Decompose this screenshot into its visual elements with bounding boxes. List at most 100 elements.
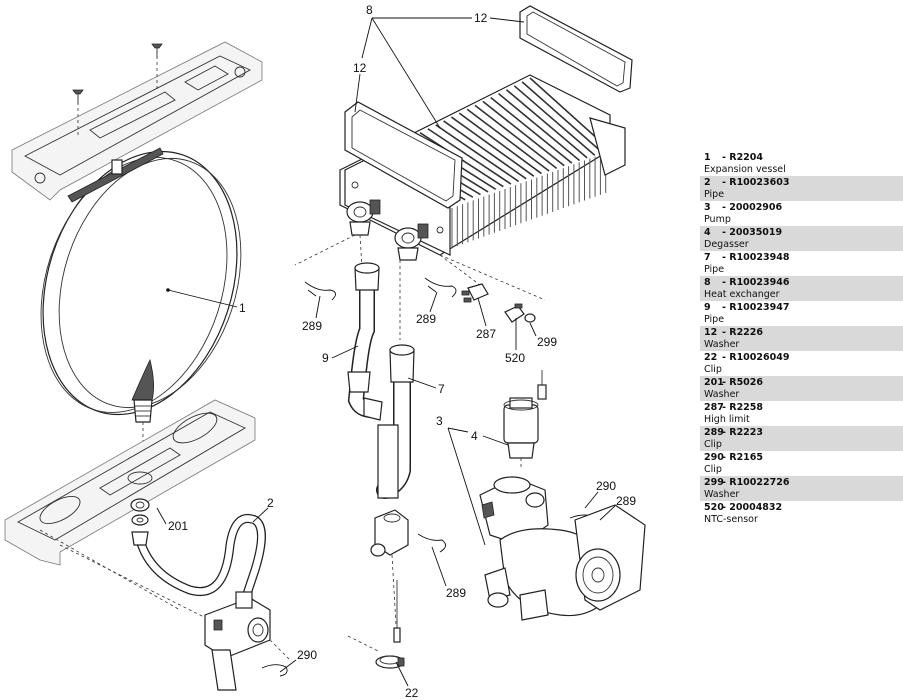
callout-22: 22 <box>405 686 419 700</box>
part-number-line: 299- R10022726 <box>704 477 899 489</box>
part-number: 287 <box>704 402 724 413</box>
part-number: 290 <box>704 452 724 463</box>
callout-2: 2 <box>267 496 274 510</box>
part-code: - 20002906 <box>722 202 783 213</box>
clip-289 <box>417 533 446 553</box>
heat-exchanger-fin <box>458 112 542 175</box>
part-number: 4 <box>704 227 711 238</box>
part-number-line: 289- R2223 <box>704 427 899 439</box>
part-number: 201 <box>704 377 724 388</box>
heat-exchanger-fin <box>443 120 527 180</box>
leader-lines <box>156 17 616 687</box>
part-number: 9 <box>704 302 711 313</box>
part-description: Clip <box>704 439 722 450</box>
lower-frame <box>4 399 256 626</box>
part-code: - R10023946 <box>722 277 790 288</box>
callout-1: 1 <box>239 301 246 315</box>
part-number: 7 <box>704 252 711 263</box>
part-description: Washer <box>704 339 740 350</box>
part-number-line: 290- R2165 <box>704 452 899 464</box>
part-description: High limit <box>704 414 750 425</box>
ntc-sensor-520 <box>504 303 525 323</box>
part-number: 3 <box>704 202 711 213</box>
washer-299 <box>524 313 536 323</box>
part-number: 8 <box>704 277 711 288</box>
degasser-4 <box>503 370 547 470</box>
part-number: 22 <box>704 352 718 363</box>
screw-icon <box>151 43 163 58</box>
part-code: - R2258 <box>722 402 764 413</box>
callout-12-left: 12 <box>353 61 367 75</box>
callout-290-left: 290 <box>297 648 317 662</box>
part-number: 520 <box>704 502 724 513</box>
part-description: Degasser <box>704 239 749 250</box>
callout-287: 287 <box>476 327 496 341</box>
heat-exchanger-fin <box>450 116 535 177</box>
part-code: - R2204 <box>722 152 764 163</box>
callout-7: 7 <box>438 382 445 396</box>
pipe-2 <box>131 514 266 605</box>
part-description: Pipe <box>704 264 725 275</box>
part-number-line: 520- 20004832 <box>704 502 899 514</box>
part-description: Heat exchanger <box>704 289 780 300</box>
part-description: Washer <box>704 389 740 400</box>
high-limit-287 <box>461 283 489 303</box>
part-code: - R10023947 <box>722 302 790 313</box>
part-description: Clip <box>704 364 722 375</box>
heat-exchanger-fin <box>521 81 603 154</box>
exchanger-fitting-left <box>346 199 381 236</box>
callout-299: 299 <box>537 335 557 349</box>
part-description: Expansion vessel <box>704 164 786 175</box>
heat-exchanger-fin <box>490 96 573 164</box>
part-description: Pump <box>704 214 731 225</box>
callout-12-top: 12 <box>474 11 488 25</box>
heat-exchanger-fin <box>505 89 588 159</box>
clip-290 <box>261 664 288 677</box>
part-code: - R2223 <box>722 427 764 438</box>
heat-exchanger-fin <box>427 128 512 185</box>
part-code: - R10022726 <box>722 477 790 488</box>
part-code: - R2165 <box>722 452 764 463</box>
callout-8: 8 <box>366 3 373 17</box>
screw-icon <box>72 89 84 104</box>
expansion-vessel <box>40 147 242 480</box>
callout-289-c: 289 <box>446 586 466 600</box>
heat-exchanger-fin <box>466 108 550 172</box>
pipe-7 <box>376 344 415 499</box>
part-number-line: 9 - R10023947 <box>704 302 899 314</box>
pump-3 <box>479 476 646 621</box>
part-code: - R2226 <box>722 327 764 338</box>
callout-labels: 1 201 2 8 12 12 9 7 3 4 289 289 287 520 … <box>168 3 636 700</box>
upper-mounting-bracket <box>11 41 263 201</box>
part-number: 1 <box>704 152 711 163</box>
part-number-line: 1 - R2204 <box>704 152 899 164</box>
part-code: - R10026049 <box>722 352 790 363</box>
heat-exchanger-fin <box>482 100 565 167</box>
callout-290-right: 290 <box>596 479 616 493</box>
part-number-line: 8 - R10023946 <box>704 277 899 289</box>
callout-201: 201 <box>168 519 188 533</box>
part-description: Washer <box>704 489 740 500</box>
part-code: - R5026 <box>722 377 764 388</box>
callout-289-right: 289 <box>616 494 636 508</box>
part-number-line: 201- R5026 <box>704 377 899 389</box>
part-number-line: 7- R10023948 <box>704 252 899 264</box>
part-number-line: 2- R10023603 <box>704 177 899 189</box>
heat-exchanger-fin <box>513 85 596 156</box>
pipe-9 <box>347 262 383 421</box>
heat-exchanger-fin <box>498 93 581 162</box>
